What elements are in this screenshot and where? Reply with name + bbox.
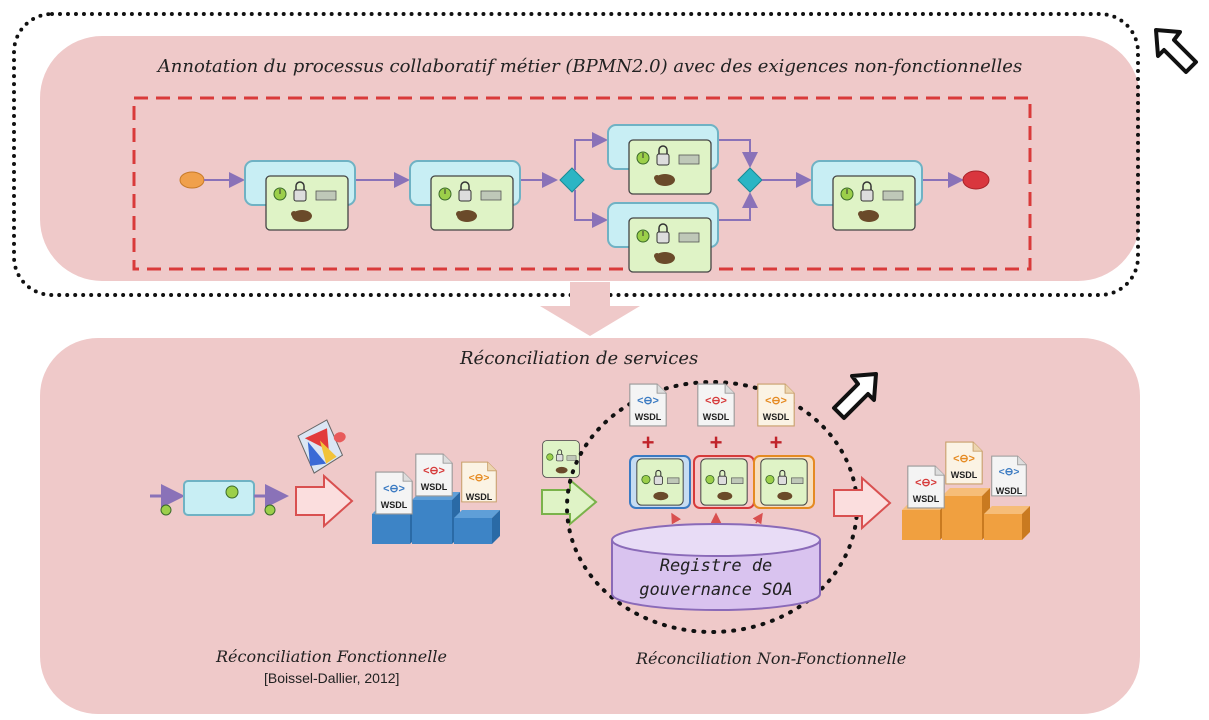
service-card-orange bbox=[760, 458, 808, 506]
svg-text:+: + bbox=[770, 430, 783, 455]
registry-label: Registre de gouvernance SOA bbox=[612, 554, 820, 602]
svg-text:WSDL: WSDL bbox=[381, 500, 408, 510]
pointer-arrow-icon bbox=[1154, 28, 1198, 74]
svg-text:WSDL: WSDL bbox=[996, 486, 1023, 496]
orange-podium bbox=[902, 488, 1030, 540]
bpmn-process-diagram bbox=[132, 96, 1032, 273]
svg-text:WSDL: WSDL bbox=[913, 494, 940, 504]
svg-text:WSDL: WSDL bbox=[951, 470, 978, 480]
color-palette-icon bbox=[297, 419, 346, 474]
registry-label-line2: gouvernance SOA bbox=[639, 580, 793, 600]
top-panel bbox=[40, 36, 1140, 281]
svg-text:WSDL: WSDL bbox=[421, 482, 448, 492]
bottom-panel-title: Réconciliation de services bbox=[460, 348, 699, 369]
service-card-blue bbox=[636, 458, 684, 506]
registry-label-line1: Registre de bbox=[659, 556, 773, 576]
registry-cylinder bbox=[611, 523, 821, 611]
transition-arrow bbox=[540, 282, 640, 336]
service-card-red bbox=[700, 458, 748, 506]
task-box bbox=[183, 480, 255, 516]
svg-text:WSDL: WSDL bbox=[763, 412, 790, 422]
join-gateway bbox=[737, 167, 763, 193]
dashed-frame bbox=[132, 96, 1032, 271]
timer-icon bbox=[225, 485, 239, 499]
svg-text:+: + bbox=[642, 430, 655, 455]
end-event bbox=[962, 170, 990, 190]
svg-text:WSDL: WSDL bbox=[635, 412, 662, 422]
functional-citation: [Boissel-Dallier, 2012] bbox=[264, 670, 400, 686]
functional-caption: Réconciliation Fonctionnelle bbox=[216, 647, 447, 666]
svg-text:+: + bbox=[710, 430, 723, 455]
svg-text:WSDL: WSDL bbox=[703, 412, 730, 422]
nonfunctional-caption: Réconciliation Non-Fonctionnelle bbox=[636, 649, 907, 668]
top-panel-title: Annotation du processus collaboratif mét… bbox=[157, 56, 1023, 77]
svg-text:WSDL: WSDL bbox=[466, 492, 493, 502]
split-gateway bbox=[559, 167, 585, 193]
pointer-arrow-icon bbox=[832, 372, 878, 420]
